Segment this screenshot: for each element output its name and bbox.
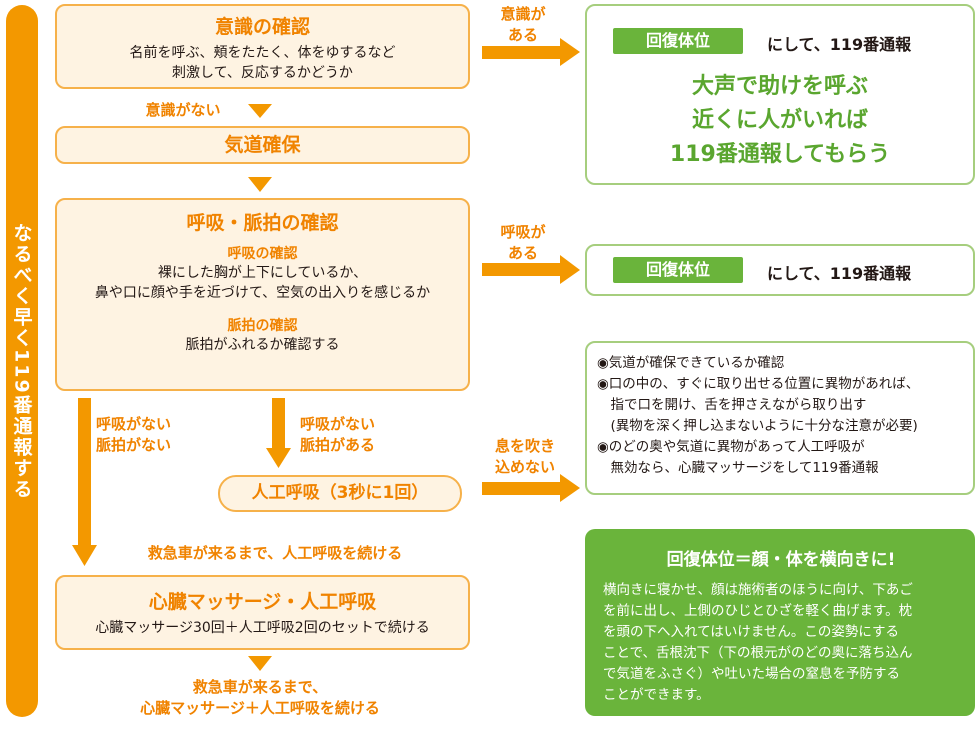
label-conscious-line-2: ある — [507, 26, 538, 44]
arrow-head — [72, 545, 97, 566]
arrow-shaft — [482, 46, 562, 59]
arrow-head — [560, 38, 580, 66]
label-no-breath-no-pulse: 呼吸がない 脈拍がない — [96, 414, 206, 456]
label-breathing: 呼吸が ある — [488, 222, 558, 264]
label-cannot-blow-line-2: 込めない — [494, 458, 555, 476]
cpr-title: 心臓マッサージ・人工呼吸 — [148, 591, 377, 613]
arrow-head — [560, 474, 580, 502]
pulse-sub: 脈拍の確認 — [227, 318, 298, 334]
consciousness-line-1: 名前を呼ぶ、頬をたたく、体をゆするなど — [129, 45, 396, 61]
breath-line-1: 裸にした胸が上下にしているか、 — [157, 265, 368, 281]
label-cannot-blow-line-1: 息を吹き — [494, 437, 555, 455]
cpr-line: 心臓マッサージ30回＋人工呼吸2回のセットで続ける — [95, 620, 430, 636]
arrow-shaft — [272, 398, 285, 450]
airway-title: 気道確保 — [224, 134, 301, 156]
breath-line-2: 鼻や口に顔や手を近づけて、空気の出入りを感じるか — [94, 285, 431, 301]
breath-sub: 呼吸の確認 — [227, 246, 298, 262]
recovery-badge: 回復体位 — [613, 28, 743, 54]
side-label: なるべく早く119番通報する — [10, 222, 33, 500]
label-conscious-line-1: 意識が — [500, 5, 546, 23]
label-pulse-line: 脈拍がある — [300, 436, 376, 454]
arrow-head — [266, 448, 291, 468]
breathing-pulse-box: 呼吸・脈拍の確認 呼吸の確認 裸にした胸が上下にしているか、 鼻や口に顔や手を近… — [55, 198, 470, 391]
note-line-2: ◉口の中の、すぐに取り出せる位置に異物があれば、 — [597, 376, 920, 392]
note-line-6: 無効なら、心臓マッサージをして119番通報 — [597, 460, 879, 476]
consciousness-title: 意識の確認 — [214, 16, 310, 38]
continue-cpr-line-2: 心臓マッサージ＋人工呼吸を続ける — [140, 699, 380, 717]
recovery-box-2: 回復体位 にして、119番通報 — [585, 244, 975, 296]
airway-box: 気道確保 — [55, 126, 470, 164]
breathing-pulse-title: 呼吸・脈拍の確認 — [186, 212, 339, 234]
arrow-shaft — [482, 482, 562, 495]
note-line-5: ◉のどの奥や気道に異物があって人工呼吸が — [597, 439, 865, 455]
note-line-1: ◉気道が確保できているか確認 — [597, 355, 785, 371]
recovery-line-6: ことができます。 — [603, 687, 710, 703]
call-line-1: 大声で助けを呼ぶ — [691, 74, 868, 99]
arrow-shaft — [482, 263, 562, 276]
arrow-head — [560, 255, 580, 284]
call-line-3: 119番通報してもらう — [669, 142, 891, 167]
consciousness-line-2: 刺激して、反応するかどうか — [172, 65, 353, 81]
recovery-line-4: ことで、舌根沈下（下の根元がのどの奥に落ち込ん — [603, 645, 913, 661]
label-breathing-line-1: 呼吸が — [500, 223, 546, 241]
arrow-shaft — [78, 398, 91, 548]
side-bar: なるべく早く119番通報する — [6, 5, 38, 717]
recovery-box-1: 回復体位 にして、119番通報 大声で助けを呼ぶ 近くに人がいれば 119番通報… — [585, 4, 975, 185]
down-arrow — [248, 177, 272, 192]
down-arrow — [248, 104, 272, 118]
recovery-line-3: を頭の下へ入れてはいけません。この姿勢にする — [603, 624, 900, 640]
label-no-consciousness: 意識がない — [145, 101, 221, 119]
label-cannot-blow: 息を吹き 込めない — [482, 436, 568, 478]
recovery-position-box: 回復体位＝顔・体を横向きに! 横向きに寝かせ、顔は施術者のほうに向け、下あご を… — [585, 529, 975, 716]
label-conscious: 意識が ある — [488, 4, 558, 46]
recovery-position-title: 回復体位＝顔・体を横向きに! — [666, 550, 896, 570]
recovery-line-2: を前に出し、上側のひじとひざを軽く曲げます。枕 — [603, 603, 913, 619]
notes-box: ◉気道が確保できているか確認 ◉口の中の、すぐに取り出せる位置に異物があれば、 … — [585, 341, 975, 495]
consciousness-box: 意識の確認 名前を呼ぶ、頬をたたく、体をゆするなど 刺激して、反応するかどうか — [55, 4, 470, 89]
recovery-text: にして、119番通報 — [767, 35, 912, 54]
label-breathing-line-2: ある — [507, 244, 538, 262]
continue-cpr: 救急車が来るまで、 心臓マッサージ＋人工呼吸を続ける — [95, 677, 425, 719]
label-no-pulse-line: 脈拍がない — [96, 436, 172, 454]
label-no-breath-line: 呼吸がない — [300, 415, 376, 433]
label-no-breath-line: 呼吸がない — [96, 415, 172, 433]
continue-cpr-line-1: 救急車が来るまで、 — [192, 678, 328, 696]
label-no-breath-pulse: 呼吸がない 脈拍がある — [300, 414, 410, 456]
cpr-box: 心臓マッサージ・人工呼吸 心臓マッサージ30回＋人工呼吸2回のセットで続ける — [55, 575, 470, 650]
recovery-badge: 回復体位 — [613, 257, 743, 283]
continue-breathing: 救急車が来るまで、人工呼吸を続ける — [147, 544, 403, 562]
note-line-4: (異物を深く押し込まないように十分な注意が必要) — [597, 418, 918, 434]
recovery-text: にして、119番通報 — [767, 264, 912, 283]
down-arrow — [248, 656, 272, 671]
artificial-breathing-title: 人工呼吸（3秒に1回） — [251, 483, 429, 503]
recovery-line-1: 横向きに寝かせ、顔は施術者のほうに向け、下あご — [603, 582, 913, 598]
note-line-3: 指で口を開け、舌を押さえながら取り出す — [597, 397, 867, 413]
recovery-line-5: で気道をふさぐ）や吐いた場合の窒息を予防する — [603, 666, 900, 682]
artificial-breathing-box: 人工呼吸（3秒に1回） — [218, 475, 462, 512]
pulse-line: 脈拍がふれるか確認する — [185, 337, 340, 353]
call-line-2: 近くに人がいれば — [691, 108, 868, 133]
